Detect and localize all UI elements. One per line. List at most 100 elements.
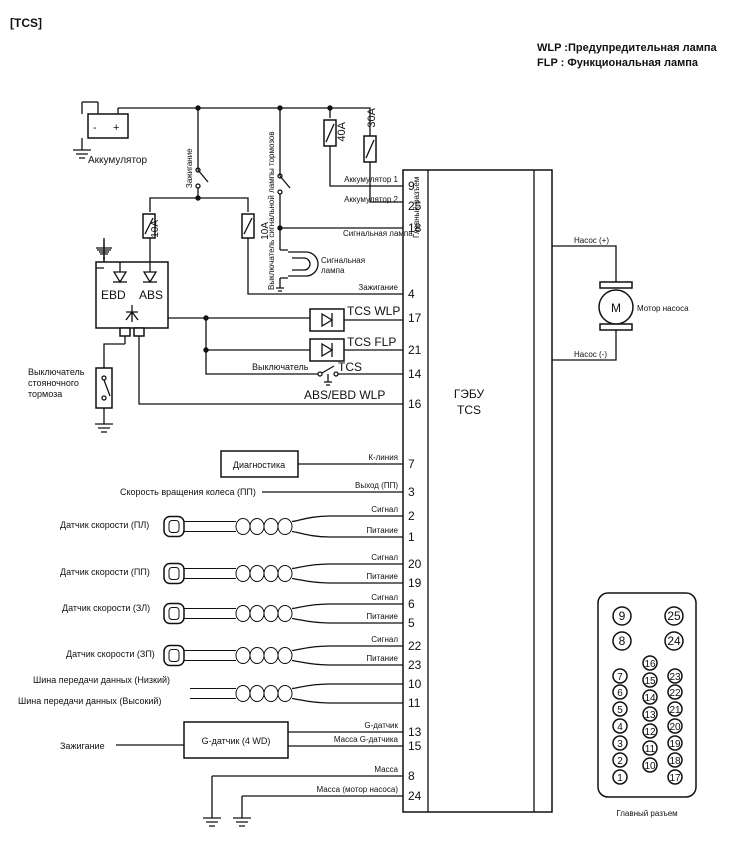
- tcs-flp-lamp: TCS FLP: [309, 335, 396, 362]
- ecu-pin-label-4: Зажигание: [358, 283, 398, 292]
- sensor-rr-label: Датчик скорости (ЗП): [66, 649, 155, 659]
- svg-text:20: 20: [669, 722, 681, 733]
- data-bus-twisted-pair: [190, 683, 403, 704]
- svg-text:22: 22: [669, 688, 681, 699]
- ecu-pin-label-19: Питание: [366, 572, 398, 581]
- connector-pin-11: 11: [642, 740, 658, 756]
- svg-text:15: 15: [644, 676, 656, 687]
- battery-plus: +: [113, 122, 119, 134]
- diagnostics-label: Диагностика: [233, 460, 285, 470]
- svg-text:6: 6: [617, 688, 623, 699]
- fuse-40a: 40A: [323, 119, 348, 147]
- section-title: [TCS]: [10, 16, 42, 30]
- motor-m-icon: M: [611, 301, 621, 315]
- ignition-switch: Зажигание: [185, 108, 209, 189]
- g-sensor-box: G-датчик (4 WD): [183, 721, 289, 759]
- battery-label: Аккумулятор: [88, 155, 147, 166]
- sensor-fr-label: Датчик скорости (ПП): [60, 567, 150, 577]
- battery-ground-icon: [73, 138, 91, 159]
- connector-pin-17: 17: [667, 769, 683, 785]
- ecu-pin-6: 6: [408, 597, 415, 611]
- ecu-pin-label-6: Сигнал: [371, 593, 398, 602]
- sensor-rl-sensor-icon: [163, 602, 185, 625]
- ecu-block: Главный разъем ГЭБУ TCS: [402, 169, 553, 813]
- ecu-pin-label-9: Аккумулятор 1: [344, 175, 398, 184]
- sensor-rl-label: Датчик скорости (ЗЛ): [62, 603, 150, 613]
- signal-lamp-label-l2: лампа: [321, 266, 345, 275]
- connector-pin-3: 3: [612, 735, 628, 751]
- ecu-name-line1: ГЭБУ: [454, 387, 485, 401]
- pump-plus-label: Насос (+): [574, 236, 609, 245]
- ecu-pin-25: 25: [408, 199, 422, 213]
- svg-text:9: 9: [619, 609, 626, 623]
- sensor-fr-sensor-icon: [163, 562, 185, 585]
- svg-text:3: 3: [617, 739, 623, 750]
- pump-minus-label: Насос (-): [574, 350, 607, 359]
- ecu-pin-label-22: Сигнал: [371, 635, 398, 644]
- ecu-pin-label-1: Питание: [366, 526, 398, 535]
- tcs-wlp-label: TCS WLP: [347, 304, 400, 318]
- abs-label: ABS: [139, 288, 163, 302]
- svg-text:8: 8: [619, 634, 626, 648]
- connector-pin-14: 14: [642, 689, 658, 705]
- ecu-pin-label-3: Выход (ПП): [355, 481, 398, 490]
- svg-text:10: 10: [644, 761, 656, 772]
- tcs-flp-label: TCS FLP: [347, 335, 396, 349]
- ecu-pin-8: 8: [408, 769, 415, 783]
- ecu-pin-14: 14: [408, 367, 422, 381]
- ecu-name-line2: TCS: [457, 403, 481, 417]
- ecu-pin-2: 2: [408, 509, 415, 523]
- ecu-pin-label-15: Масса G-датчика: [334, 735, 399, 744]
- connector-title: Главный разъем: [616, 809, 677, 818]
- wheel-speed-label: Скорость вращения колеса (ПП): [120, 487, 256, 497]
- ecu-pin-4: 4: [408, 287, 415, 301]
- ecu-pin-21: 21: [408, 343, 422, 357]
- tcs-switch: Выключатель TCS: [252, 360, 362, 386]
- connector-pin-2: 2: [612, 752, 628, 768]
- ecu-pin-label-20: Сигнал: [371, 553, 398, 562]
- connector-pin-21: 21: [667, 701, 683, 717]
- connector-pin-22: 22: [667, 684, 683, 700]
- ground-icon-2: [233, 796, 251, 827]
- bus-low-label: Шина передачи данных (Низкий): [33, 675, 170, 685]
- ecu-pin-23: 23: [408, 658, 422, 672]
- g-sensor-label: G-датчик (4 WD): [202, 736, 271, 746]
- bus-high-label: Шина передачи данных (Высокий): [18, 696, 161, 706]
- battery: - + Аккумулятор: [73, 101, 147, 166]
- ecu-pin-11: 11: [408, 696, 421, 710]
- ecu-pin-3: 3: [408, 485, 415, 499]
- svg-text:17: 17: [669, 773, 681, 784]
- connector-pin-1: 1: [612, 769, 628, 785]
- ignition-switch-label: Зажигание: [185, 148, 194, 188]
- brake-lamp-switch: Выключатель сигнальной лампы тормозов: [267, 108, 291, 290]
- signal-lamp-bulb-icon: [280, 249, 319, 279]
- ecu-pin-10: 10: [408, 677, 422, 691]
- ecu-pin-17: 17: [408, 311, 422, 325]
- svg-text:11: 11: [645, 744, 656, 755]
- svg-text:4: 4: [617, 722, 623, 733]
- ecu-pin-15: 15: [408, 739, 422, 753]
- fuse-10a-left: 10A: [142, 213, 161, 239]
- battery-minus: -: [93, 122, 97, 134]
- ecu-pin-label-5: Питание: [366, 612, 398, 621]
- ground-icon-1: [203, 776, 221, 827]
- ecu-pin-13: 13: [408, 725, 422, 739]
- tcs-switch-text: TCS: [338, 360, 362, 374]
- pump-motor-label: Мотор насоса: [637, 304, 689, 313]
- connector-pin-25: 25: [664, 606, 684, 626]
- svg-text:13: 13: [644, 710, 656, 721]
- ecu-pin-20: 20: [408, 557, 422, 571]
- svg-text:25: 25: [667, 609, 681, 623]
- connector-pin-6: 6: [612, 684, 628, 700]
- ecu-pin-label-24: Масса (мотор насоса): [316, 785, 398, 794]
- abs-ebd-wlp-label: ABS/EBD WLP: [304, 388, 385, 402]
- svg-text:тормоза: тормоза: [28, 389, 62, 399]
- pump-motor: M Насос (+) Насос (-) Мотор насоса: [552, 236, 689, 361]
- sensor-fl-sensor-icon: [163, 515, 185, 538]
- svg-text:5: 5: [617, 705, 623, 716]
- diagnostics-box: Диагностика: [220, 450, 299, 478]
- sensor-fl-twisted-pair: [163, 515, 403, 538]
- parking-brake-switch: Выключатель стояночного тормоза: [28, 343, 125, 433]
- connector-pin-13: 13: [642, 706, 658, 722]
